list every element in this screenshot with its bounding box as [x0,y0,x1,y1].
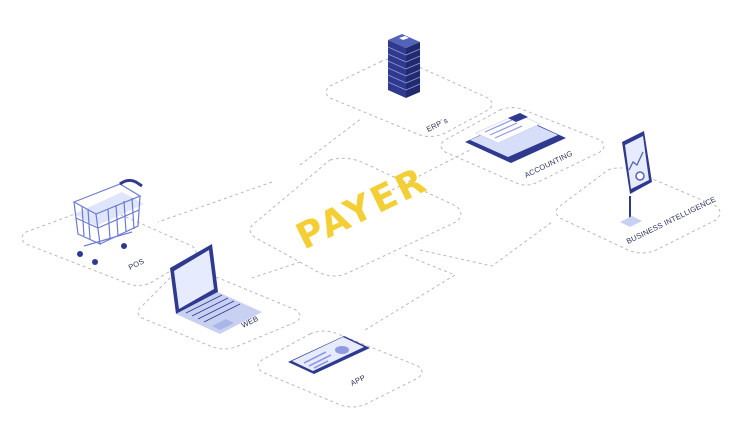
connector-web [251,261,301,279]
laptop-icon [170,244,262,334]
tile-web [137,268,301,350]
tiles [21,58,721,408]
connector-app [364,254,457,331]
connector-pos [157,181,273,223]
shopping-cart-icon [72,178,144,265]
server-stack-icon [387,34,421,98]
clipboard-invoice-icon [465,113,566,163]
smartphone-icon [288,336,370,374]
erp-label: ERP´s [425,116,449,134]
tile-accounting [440,107,605,186]
tile-bi [555,167,721,254]
connector-accounting [391,149,471,191]
connector-erp [299,117,363,166]
pos-label: POS [127,256,146,271]
tile-erp [325,58,493,137]
app-label: APP [349,373,367,388]
tablet-kiosk-chart-icon [620,131,652,227]
tile-center [249,157,462,277]
connectors [157,117,553,331]
tile-app [257,330,423,408]
connector-bi [419,221,553,267]
brand-text: PAYER [290,159,435,258]
